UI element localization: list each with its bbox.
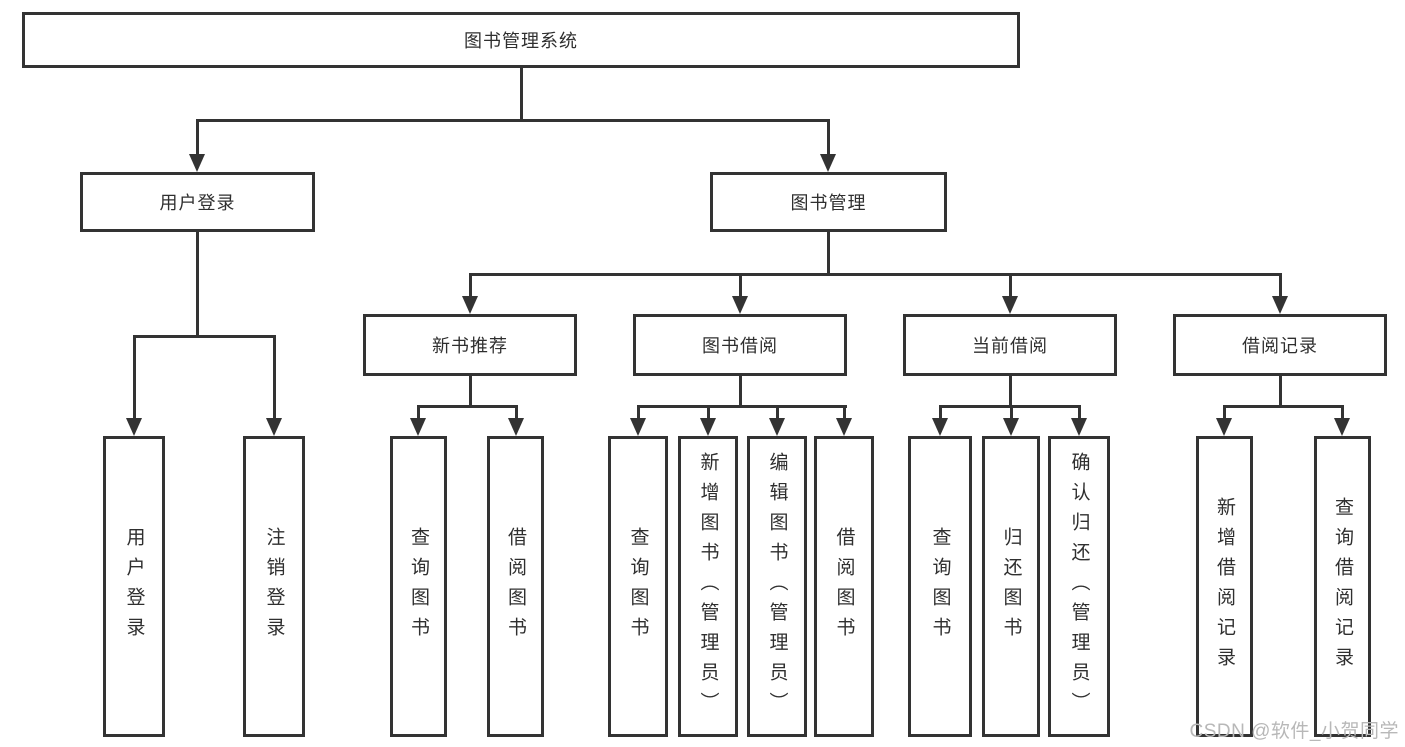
node-library-management-system: 图书管理系统 [22, 12, 1020, 68]
arrowhead-icon [836, 418, 852, 436]
connector-line [469, 273, 472, 299]
connector-line [273, 335, 276, 420]
arrowhead-icon [1002, 296, 1018, 314]
leaf-label: 编辑图书（管理员） [766, 451, 788, 722]
connector-line [196, 119, 830, 122]
arrowhead-icon [462, 296, 478, 314]
leaf-current-borrow-confirm-admin: 确认归还（管理员） [1048, 436, 1110, 737]
connector-line [133, 335, 136, 420]
connector-line [1009, 273, 1012, 299]
connector-line [196, 232, 199, 338]
node-book-management: 图书管理 [710, 172, 947, 232]
connector-line [133, 335, 275, 338]
node-current-borrow: 当前借阅 [903, 314, 1117, 376]
connector-line [1078, 405, 1081, 420]
connector-line [1009, 376, 1012, 408]
leaf-label: 注销登录 [263, 526, 285, 647]
arrowhead-icon [1272, 296, 1288, 314]
arrowhead-icon [820, 154, 836, 172]
leaf-label: 查询借阅记录 [1332, 496, 1353, 677]
leaf-label: 借阅图书 [505, 526, 526, 647]
watermark: CSDN @软件_小贺同学 [1189, 721, 1399, 742]
connector-line [469, 273, 1282, 276]
leaf-current-borrow-query: 查询图书 [908, 436, 972, 737]
connector-line [1279, 273, 1282, 299]
connector-line [739, 273, 742, 299]
connector-line [1010, 405, 1013, 420]
connector-line [1341, 405, 1344, 420]
leaf-label: 归还图书 [1000, 526, 1022, 647]
connector-line [939, 405, 942, 420]
connector-line [637, 405, 640, 420]
leaf-logout: 注销登录 [243, 436, 305, 737]
leaf-borrow-records-query: 查询借阅记录 [1314, 436, 1371, 737]
arrowhead-icon [1216, 418, 1232, 436]
connector-line [707, 405, 710, 420]
leaf-label: 新增借阅记录 [1214, 496, 1235, 677]
leaf-book-borrow-edit-admin: 编辑图书（管理员） [747, 436, 807, 737]
connector-line [827, 119, 830, 155]
connector-line [469, 376, 472, 408]
connector-line [637, 405, 847, 408]
arrowhead-icon [126, 418, 142, 436]
leaf-label: 用户登录 [123, 526, 145, 647]
arrowhead-icon [508, 418, 524, 436]
node-borrow-records: 借阅记录 [1173, 314, 1387, 376]
arrowhead-icon [700, 418, 716, 436]
connector-line [1223, 405, 1226, 420]
arrowhead-icon [189, 154, 205, 172]
leaf-borrow-records-add: 新增借阅记录 [1196, 436, 1253, 737]
leaf-label: 查询图书 [408, 526, 429, 647]
leaf-book-borrow-query: 查询图书 [608, 436, 668, 737]
leaf-new-books-query: 查询图书 [390, 436, 447, 737]
arrowhead-icon [1334, 418, 1350, 436]
connector-line [417, 405, 518, 408]
leaf-book-borrow-add-admin: 新增图书（管理员） [678, 436, 738, 737]
arrowhead-icon [732, 296, 748, 314]
connector-line [1223, 405, 1344, 408]
arrowhead-icon [266, 418, 282, 436]
connector-line [1279, 376, 1282, 408]
connector-line [417, 405, 420, 420]
connector-line [196, 119, 199, 155]
connector-line [843, 405, 846, 420]
leaf-label: 借阅图书 [833, 526, 855, 647]
connector-line [739, 376, 742, 408]
connector-line [515, 405, 518, 420]
node-new-book-recommend: 新书推荐 [363, 314, 577, 376]
leaf-label: 确认归还（管理员） [1068, 451, 1090, 722]
arrowhead-icon [769, 418, 785, 436]
leaf-new-books-borrow: 借阅图书 [487, 436, 544, 737]
leaf-current-borrow-return: 归还图书 [982, 436, 1040, 737]
node-user-login: 用户登录 [80, 172, 315, 232]
arrowhead-icon [410, 418, 426, 436]
arrowhead-icon [932, 418, 948, 436]
leaf-label: 查询图书 [929, 526, 951, 647]
arrowhead-icon [1003, 418, 1019, 436]
leaf-user-login: 用户登录 [103, 436, 165, 737]
arrowhead-icon [630, 418, 646, 436]
connector-line [776, 405, 779, 420]
leaf-book-borrow-borrow: 借阅图书 [814, 436, 874, 737]
node-book-borrow: 图书借阅 [633, 314, 847, 376]
connector-line [520, 68, 523, 122]
leaf-label: 查询图书 [627, 526, 649, 647]
connector-line [827, 232, 830, 276]
arrowhead-icon [1071, 418, 1087, 436]
leaf-label: 新增图书（管理员） [697, 451, 719, 722]
